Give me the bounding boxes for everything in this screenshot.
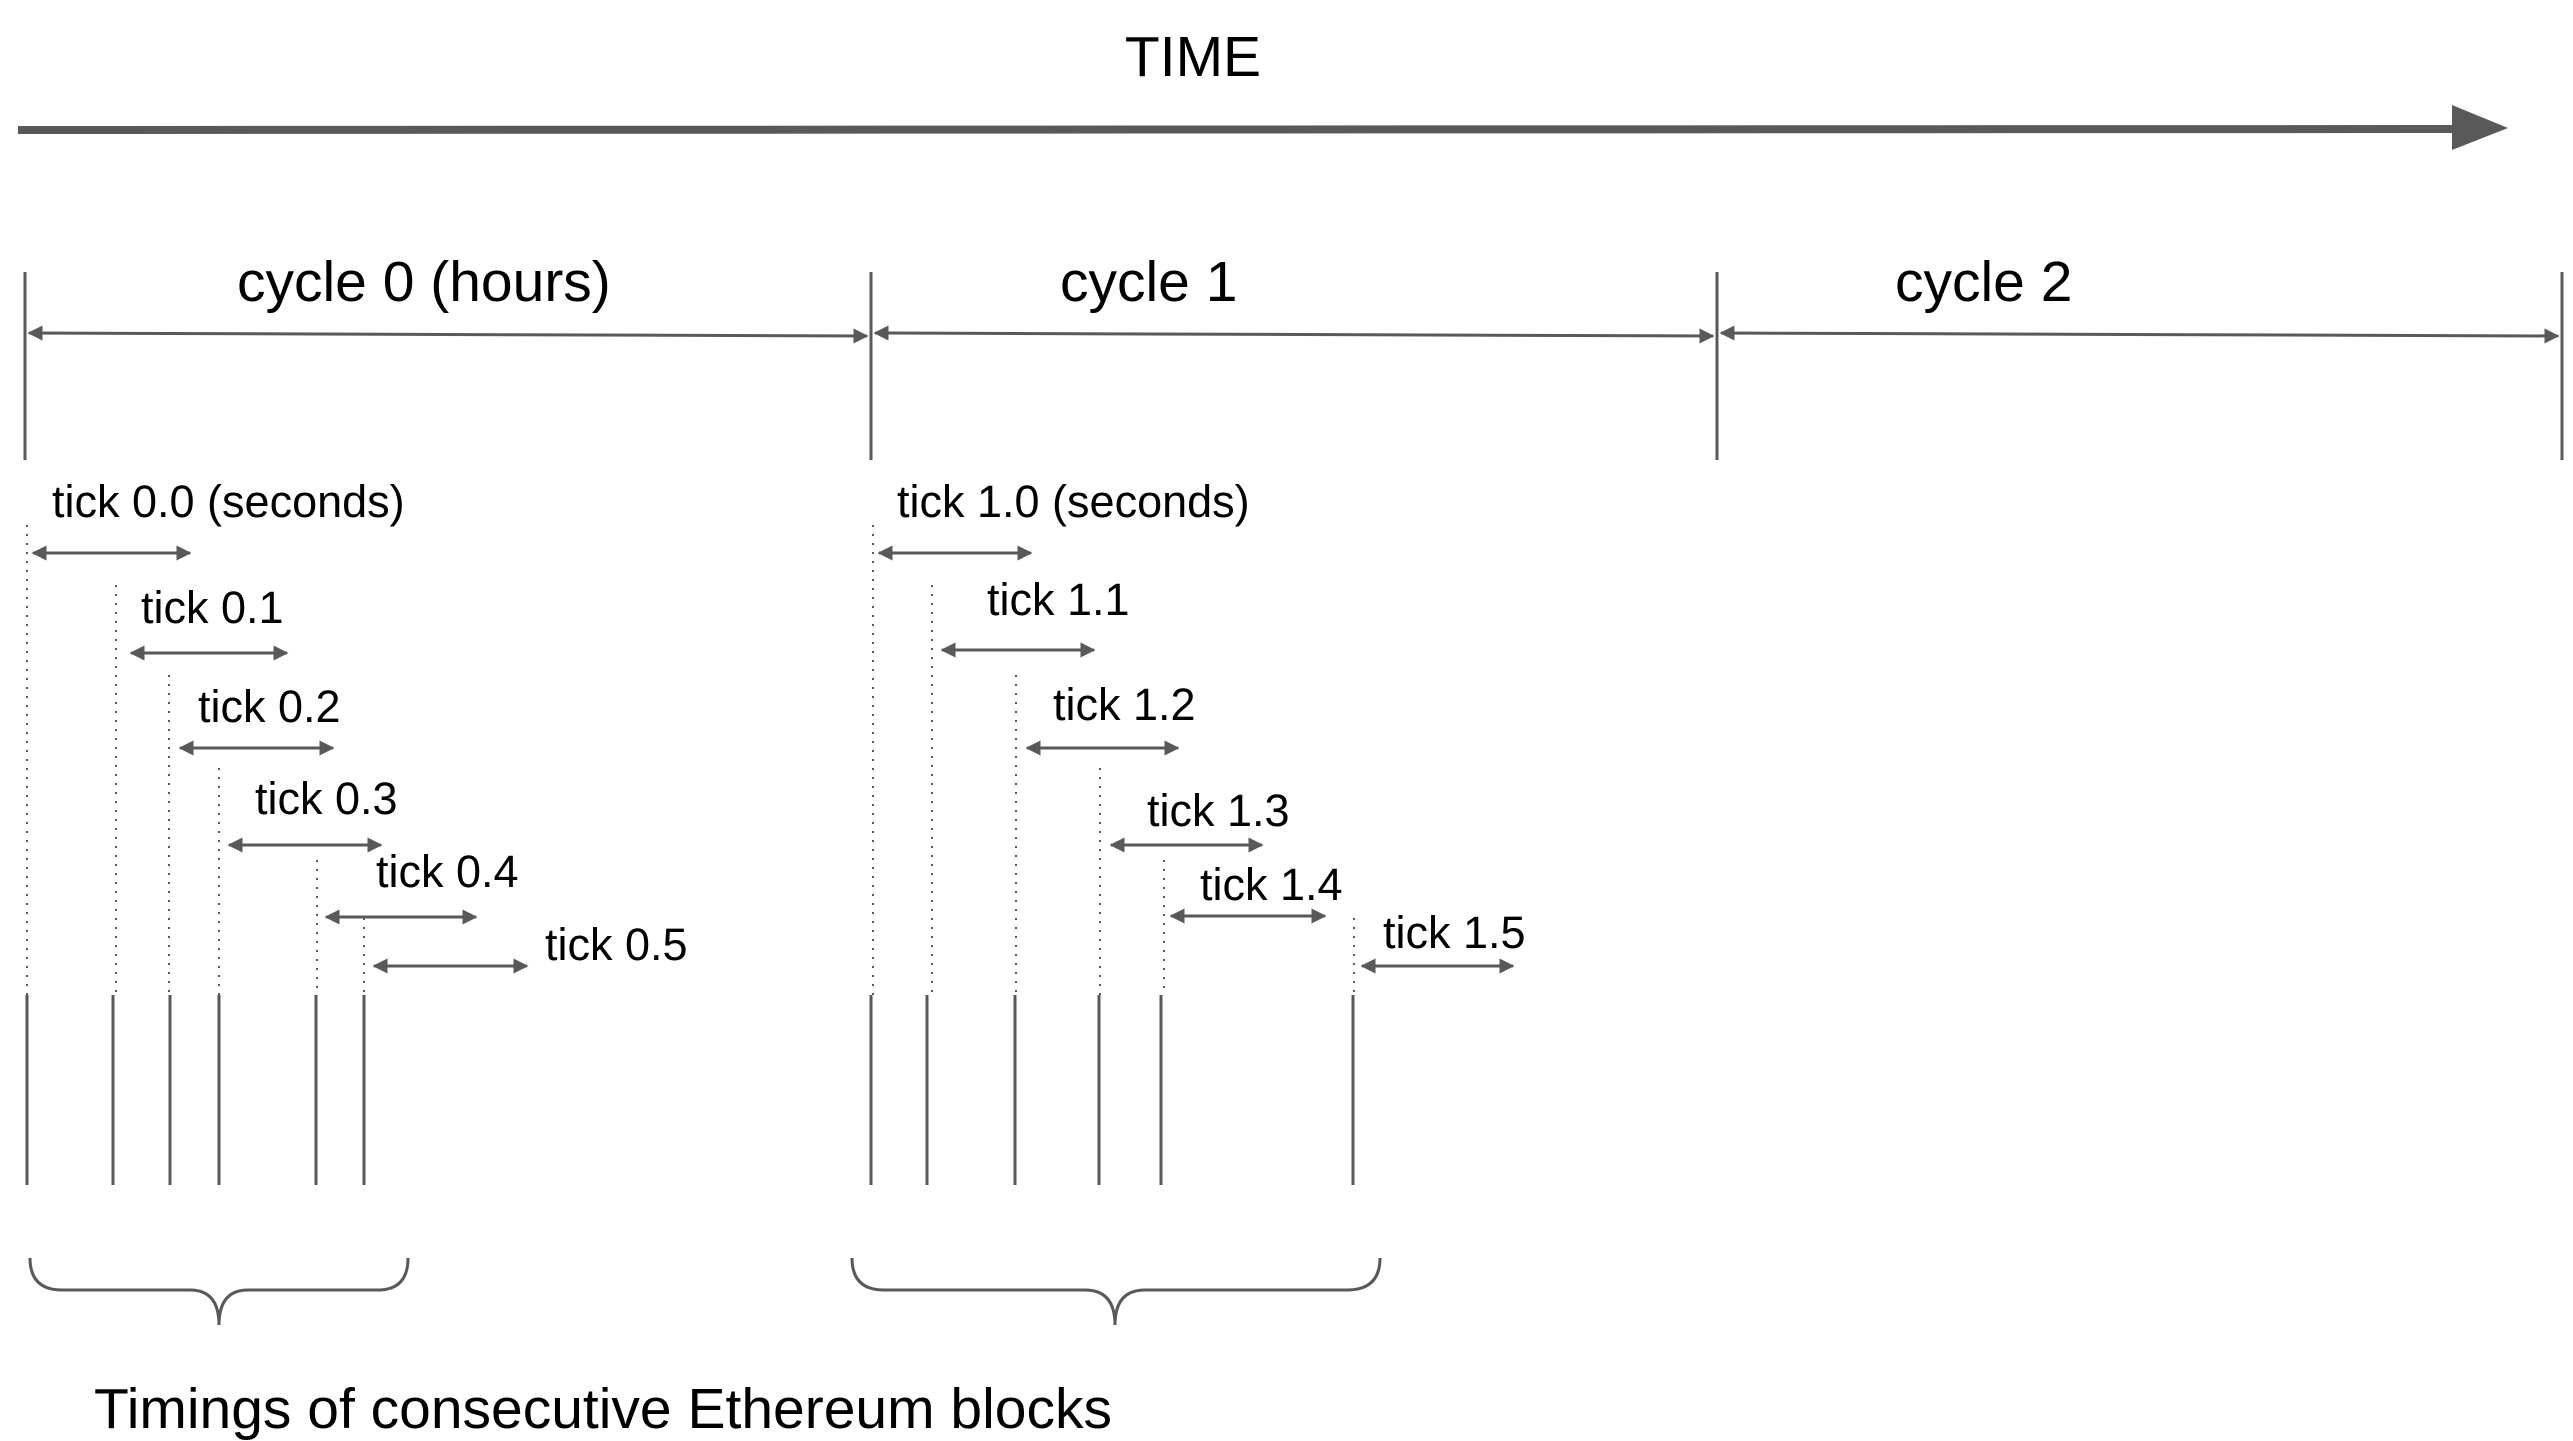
- tick-label-1-4: tick 1.4: [1200, 859, 1343, 910]
- ticks-cycle-1: [869, 525, 1515, 1185]
- cycles: [23, 272, 2564, 460]
- tick-label-1-0: tick 1.0 (seconds): [897, 476, 1250, 527]
- tick-label-1-2: tick 1.2: [1053, 679, 1196, 730]
- time-axis-arrowhead: [2452, 105, 2508, 150]
- time-axis: TIME: [17, 25, 2508, 150]
- tick-label-0-0: tick 0.0 (seconds): [52, 476, 405, 527]
- cycle-0-span-arrow: [27, 325, 869, 344]
- cycle-label-1: cycle 1: [1060, 250, 1237, 314]
- cycle-1-span-arrow: [873, 325, 1715, 344]
- tick-label-0-2: tick 0.2: [198, 681, 341, 732]
- cycle-label-2: cycle 2: [1895, 250, 2072, 314]
- cycle-label-0: cycle 0 (hours): [237, 250, 611, 314]
- brace-cycle-1: [850, 1257, 1382, 1326]
- time-label: TIME: [1125, 25, 1261, 89]
- ticks-cycle-0: [25, 525, 529, 1185]
- tick-label-0-4: tick 0.4: [376, 846, 519, 897]
- tick-label-1-3: tick 1.3: [1147, 785, 1290, 836]
- cycle-2-span-arrow: [1719, 325, 2560, 344]
- tick-label-0-1: tick 0.1: [141, 582, 284, 633]
- brace-cycle-0: [28, 1257, 410, 1326]
- tick-label-0-3: tick 0.3: [255, 773, 398, 824]
- tick-label-1-1: tick 1.1: [987, 574, 1130, 625]
- time-axis-line: [17, 125, 2461, 134]
- tick-label-1-5: tick 1.5: [1383, 907, 1526, 958]
- tick-label-0-5: tick 0.5: [545, 919, 688, 970]
- caption: Timings of consecutive Ethereum blocks: [94, 1377, 1112, 1441]
